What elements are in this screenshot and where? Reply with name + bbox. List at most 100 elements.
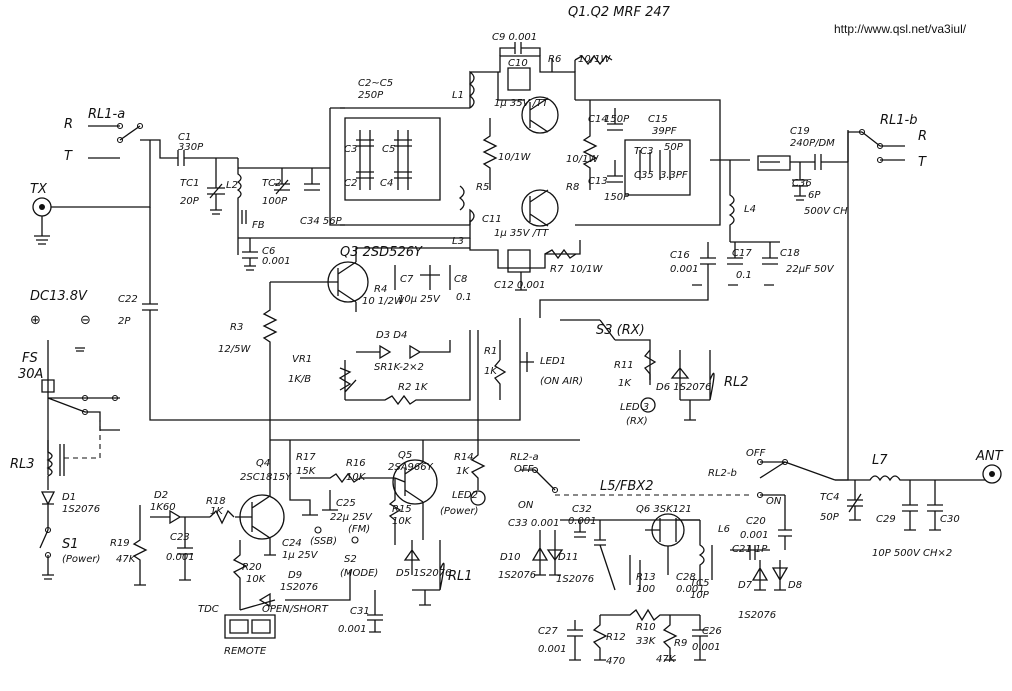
r3-value: 12/5W [218, 344, 251, 355]
c29-label: C29 [876, 514, 896, 525]
c27-label: C27 [538, 626, 558, 637]
c17-value: 0.1 [736, 270, 752, 281]
r20-label: R20 [242, 562, 262, 573]
r11-value: 1K [618, 378, 632, 389]
rl1-label: RL1 [448, 569, 473, 584]
d10-value: 1S2076 [498, 570, 536, 581]
fb-label: FB [252, 220, 265, 231]
d1-label: D1 [62, 492, 76, 503]
d11-label: D11 [558, 552, 578, 563]
c11-label: C11 [482, 214, 502, 225]
fs-value: 30A [18, 367, 43, 382]
c28-value: 0.001 [676, 584, 705, 595]
l6-label: L6 [718, 524, 730, 535]
vr1-value: 1K/B [288, 374, 311, 385]
r4-value: 10 1/2W [362, 296, 405, 307]
led3-text: (RX) [626, 416, 648, 427]
ssb-label: (SSB) [310, 536, 337, 547]
d11-value: 1S2076 [556, 574, 594, 585]
r14-label: R14 [454, 452, 474, 463]
c15-label: C15 [648, 114, 668, 125]
c5-label: C5 [382, 144, 395, 155]
q6-label: Q6 3SK121 [636, 504, 692, 515]
led2-label: LED2 [452, 490, 478, 501]
c2c5-label: C2~C5 [358, 78, 393, 89]
c17-label: C17 [732, 248, 752, 259]
vr1-label: VR1 [292, 354, 312, 365]
r16-value: 10K [346, 472, 367, 483]
c35-value: 3.3PF [660, 170, 688, 181]
d2-label: D2 [154, 490, 168, 501]
r14-value: 1K [456, 466, 470, 477]
r-left-label: R [64, 117, 73, 132]
tc1-value: 20P [180, 196, 200, 207]
r12-value: 470 [606, 656, 625, 667]
c14-value: 150P [604, 114, 630, 125]
d9-label: D9 [288, 570, 302, 581]
t-right-label: T [918, 155, 927, 170]
rl2b-label: RL2-b [708, 468, 737, 479]
q5-value: 2SA966Y [388, 462, 434, 473]
r20-value: 10K [246, 574, 267, 585]
r3-label: R3 [230, 322, 243, 333]
page-title: Q1.Q2 MRF 247 [568, 5, 671, 20]
rl1b-label: RL1-b [880, 113, 918, 128]
c26-value: 0.001 [692, 642, 721, 653]
wiring [32, 42, 1002, 660]
r7-value: 10/1W [570, 264, 603, 275]
r-right-label: R [918, 129, 927, 144]
c31-value: 0.001 [338, 624, 367, 635]
c11-value: 1µ 35V /TT [494, 228, 549, 239]
l7-label: L7 [872, 453, 888, 468]
r6-label: R6 [548, 54, 561, 65]
led1-label: LED1 [540, 356, 566, 367]
c7-value: 10µ 25V [398, 294, 441, 305]
rl2b-off-label: OFF [746, 448, 766, 459]
l4-label: L4 [744, 204, 756, 215]
r10-value: 33K [636, 636, 657, 647]
c18-label: C18 [780, 248, 800, 259]
c7-label: C7 [400, 274, 414, 285]
r19-label: R19 [110, 538, 130, 549]
c8-value: 0.1 [456, 292, 472, 303]
open-short-label: OPEN/SHORT [262, 604, 329, 615]
rl2a-on-label: ON [518, 500, 534, 511]
c32-value: 0.001 [568, 516, 597, 527]
d10-label: D10 [500, 552, 520, 563]
c6-value: 0.001 [262, 256, 291, 267]
s1-label: S1 [62, 537, 79, 552]
tdc-label: TDC [198, 604, 219, 615]
c1-label: C1 [178, 132, 191, 143]
r16-label: R16 [346, 458, 366, 469]
r9-value: 47K [656, 654, 677, 665]
r1-value: 1K [484, 366, 498, 377]
tx-label: TX [30, 182, 48, 197]
d2-value: 1K60 [150, 502, 176, 513]
tc3-label: TC3 [634, 146, 653, 157]
led2-text: (Power) [440, 506, 478, 517]
c25-label: C25 [336, 498, 356, 509]
rl1a-label: RL1-a [88, 107, 125, 122]
q4-value: 2SC1815Y [240, 472, 292, 483]
c6-label: C6 [262, 246, 275, 257]
d9-value: 1S2076 [280, 582, 318, 593]
c13-label: C13 [588, 176, 608, 187]
q5-label: Q5 [398, 450, 412, 461]
source-url: http://www.qsl.net/va3iul/ [834, 22, 967, 36]
c24-value: 1µ 25V [282, 550, 319, 561]
rl2a-off-label: OFF [514, 464, 534, 475]
tc3-value: 50P [664, 142, 684, 153]
tc4-value: 50P [820, 512, 840, 523]
c2c5-value: 250P [358, 90, 384, 101]
d8-label: D8 [788, 580, 802, 591]
s2-label: S2 [344, 554, 357, 565]
c10-label: C10 [508, 58, 528, 69]
c15-value: 39PF [652, 126, 677, 137]
c27-value: 0.001 [538, 644, 567, 655]
c13-value: 150P [604, 192, 630, 203]
dc-supply-label: DC13.8V [30, 289, 88, 304]
component-labels: Q1.Q2 MRF 247 http://www.qsl.net/va3iul/… [10, 5, 1004, 667]
c36-rating: 500V CH [804, 206, 848, 217]
q3-label: Q3 2SD526Y [340, 245, 423, 260]
c22-label: C22 [118, 294, 138, 305]
